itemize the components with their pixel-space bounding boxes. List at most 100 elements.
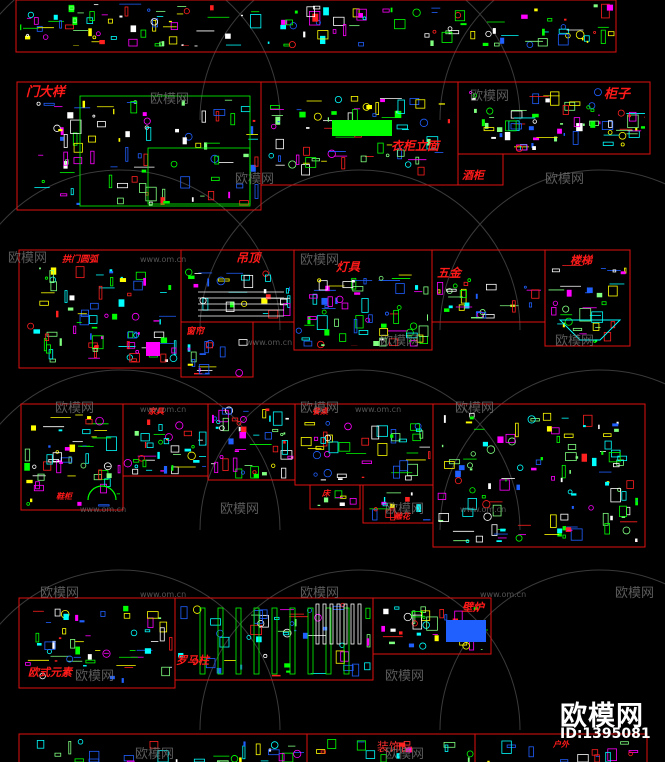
cad-mark — [90, 150, 95, 165]
cad-mark — [446, 620, 486, 642]
cad-mark — [300, 437, 312, 447]
cad-mark — [65, 159, 69, 165]
cad-mark — [33, 17, 39, 25]
cad-mark — [355, 315, 364, 329]
sheet-frames — [15, 0, 651, 762]
frame-stairs — [544, 249, 631, 347]
label-furniture: 家具 — [148, 406, 165, 416]
cad-mark — [581, 37, 584, 41]
cad-mark — [464, 302, 470, 309]
cad-mark — [628, 750, 639, 753]
cad-mark — [39, 672, 46, 680]
cad-mark — [437, 492, 447, 500]
cad-mark — [396, 149, 405, 157]
cad-mark — [187, 451, 196, 461]
cad-mark — [627, 114, 639, 129]
cad-mark — [601, 451, 604, 455]
cad-mark — [331, 111, 337, 115]
cad-mark — [75, 266, 85, 279]
cad-mark — [496, 127, 503, 132]
cad-mark — [281, 467, 287, 479]
cad-mark — [358, 41, 364, 47]
watermark-text: 欧模网 — [135, 747, 174, 762]
cad-mark — [60, 193, 68, 197]
cad-mark — [39, 300, 49, 306]
cad-mark — [415, 428, 422, 432]
cad-mark — [607, 130, 613, 135]
cad-mark — [254, 156, 259, 167]
cad-mark — [207, 191, 215, 201]
cad-mark — [325, 421, 331, 426]
cad-mark — [448, 305, 453, 309]
cad-mark — [467, 498, 478, 510]
cad-mark — [560, 123, 564, 125]
cad-mark — [229, 301, 235, 308]
cad-mark — [567, 444, 577, 450]
cad-mark — [123, 605, 129, 612]
cad-mark — [612, 423, 619, 427]
cad-mark — [280, 432, 284, 437]
cad-mark — [444, 614, 448, 621]
cad-mark — [620, 142, 625, 147]
cad-mark — [289, 607, 296, 675]
cad-mark — [272, 428, 279, 433]
cad-mark — [351, 277, 357, 290]
cad-mark — [117, 182, 128, 189]
cad-mark — [271, 674, 281, 677]
cad-mark — [166, 438, 168, 441]
cad-mark — [499, 479, 510, 491]
cad-mark — [55, 450, 60, 454]
cad-mark — [551, 306, 557, 316]
cad-mark — [410, 492, 413, 496]
label-curtain: 窗帘 — [186, 326, 206, 337]
cad-mark — [339, 333, 347, 342]
cad-mark — [562, 534, 566, 539]
frame-elevations — [432, 403, 646, 548]
cad-mark — [89, 750, 100, 762]
cad-mark — [605, 481, 609, 486]
cad-mark — [562, 305, 570, 313]
cad-mark — [191, 197, 194, 202]
cad-mark — [52, 452, 62, 462]
cad-mark — [508, 437, 516, 446]
cad-mark — [336, 603, 341, 645]
cad-mark — [82, 100, 86, 108]
cad-mark — [185, 268, 193, 276]
cad-mark — [218, 409, 229, 423]
cad-mark — [338, 478, 343, 480]
cad-mark — [157, 451, 160, 459]
cad-mark — [426, 136, 439, 150]
cad-mark — [204, 142, 208, 150]
cad-mark — [303, 146, 310, 156]
watermark-url: www.om.cn — [480, 590, 526, 599]
cad-mark — [363, 278, 367, 285]
cad-mark — [125, 131, 130, 138]
cad-mark — [254, 184, 259, 199]
cad-mark — [159, 319, 161, 325]
cad-mark — [107, 18, 113, 24]
cad-mark — [412, 8, 421, 17]
cad-mark — [572, 327, 583, 331]
cad-mark — [415, 99, 426, 109]
cad-mark — [466, 750, 474, 758]
cad-mark — [459, 290, 467, 298]
cad-mark — [613, 463, 620, 468]
cad-mark — [294, 10, 298, 14]
frame-fireplace — [372, 597, 492, 655]
cad-mark — [306, 127, 310, 129]
cad-mark — [420, 606, 426, 614]
cad-mark — [315, 20, 321, 26]
cad-mark — [563, 132, 566, 136]
cad-mark — [545, 98, 550, 103]
cad-mark — [39, 267, 41, 270]
cad-mark — [133, 280, 143, 291]
cad-mark — [72, 16, 78, 25]
cad-mark — [150, 18, 158, 26]
cad-mark — [467, 278, 472, 282]
cad-mark — [133, 459, 140, 463]
cad-mark — [332, 120, 392, 136]
cad-mark — [243, 274, 254, 288]
cad-mark — [104, 313, 109, 318]
cad-mark — [58, 637, 62, 640]
